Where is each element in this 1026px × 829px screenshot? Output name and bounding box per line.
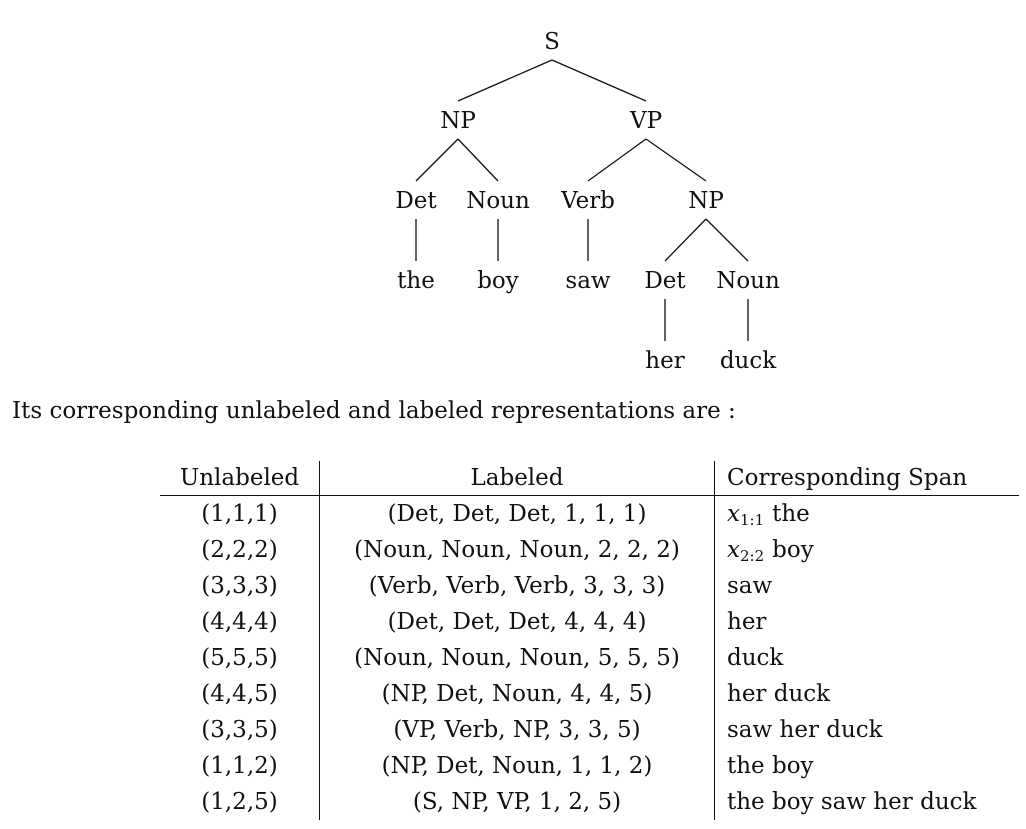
cell-span: her xyxy=(715,604,1020,640)
cell-span: duck xyxy=(715,640,1020,676)
cell-labeled: (NP, Det, Noun, 1, 1, 2) xyxy=(319,748,715,784)
cell-span: saw xyxy=(715,568,1020,604)
cell-span: the boy xyxy=(715,748,1020,784)
tree-node-noun2: Noun xyxy=(716,268,780,294)
tree-node-np2: NP xyxy=(688,188,724,214)
cell-unlabeled: (3,3,3) xyxy=(160,568,320,604)
cell-unlabeled: (1,1,1) xyxy=(160,495,320,532)
span-variable-symbol: x xyxy=(727,537,740,563)
span-variable: x2:2 xyxy=(727,537,765,565)
cell-unlabeled: (4,4,5) xyxy=(160,676,320,712)
tree-node-w-the: the xyxy=(397,268,435,294)
table-row: (4,4,5)(NP, Det, Noun, 4, 4, 5) her duck xyxy=(160,676,1019,712)
tree-edge-vp-np2 xyxy=(645,138,707,182)
table-row: (1,2,5)(S, NP, VP, 1, 2, 5) the boy saw h… xyxy=(160,784,1019,820)
cell-labeled: (Det, Det, Det, 4, 4, 4) xyxy=(319,604,715,640)
table-row: (3,3,5)(VP, Verb, NP, 3, 3, 5) saw her du… xyxy=(160,712,1019,748)
cell-labeled: (Det, Det, Det, 1, 1, 1) xyxy=(319,495,715,532)
table-row: (5,5,5)(Noun, Noun, Noun, 5, 5, 5) duck xyxy=(160,640,1019,676)
span-variable-symbol: x xyxy=(727,501,740,527)
cell-unlabeled: (4,4,4) xyxy=(160,604,320,640)
cell-labeled: (S, NP, VP, 1, 2, 5) xyxy=(319,784,715,820)
span-text: duck xyxy=(727,645,784,671)
tree-node-w-duck: duck xyxy=(720,348,777,374)
tree-edge-vp-verb xyxy=(587,138,647,182)
table-row: (3,3,3)(Verb, Verb, Verb, 3, 3, 3) saw xyxy=(160,568,1019,604)
span-text: her duck xyxy=(727,681,831,707)
cell-span: saw her duck xyxy=(715,712,1020,748)
header-corresponding-span: Corresponding Span xyxy=(714,461,1019,496)
tree-edge-np2-noun2 xyxy=(705,218,749,262)
tree-node-w-her: her xyxy=(645,348,684,374)
cell-labeled: (Noun, Noun, Noun, 5, 5, 5) xyxy=(319,640,715,676)
tree-node-det1: Det xyxy=(395,188,437,214)
tree-node-verb: Verb xyxy=(560,188,615,214)
table-header-row: Unlabeled Labeled Corresponding Span xyxy=(160,461,1019,496)
tree-node-s: S xyxy=(544,29,560,55)
cell-unlabeled: (3,3,5) xyxy=(160,712,320,748)
cell-unlabeled: (2,2,2) xyxy=(160,532,320,568)
tree-node-np1: NP xyxy=(440,108,476,134)
span-variable-subscript: 2:2 xyxy=(739,547,765,565)
span-text: boy xyxy=(772,537,814,563)
span-variable-subscript: 1:1 xyxy=(739,511,765,529)
cell-span: her duck xyxy=(715,676,1020,712)
tree-node-w-boy: boy xyxy=(477,268,519,294)
span-text: the boy saw her duck xyxy=(727,789,977,815)
cell-labeled: (VP, Verb, NP, 3, 3, 5) xyxy=(319,712,715,748)
cell-labeled: (Noun, Noun, Noun, 2, 2, 2) xyxy=(319,532,715,568)
tree-node-vp: VP xyxy=(629,108,662,134)
tree-node-noun1: Noun xyxy=(466,188,530,214)
cell-span: x1:1 the xyxy=(715,496,1020,533)
span-text: saw her duck xyxy=(727,717,883,743)
tree-node-w-saw: saw xyxy=(565,268,611,294)
intro-text: Its corresponding unlabeled and labeled … xyxy=(12,398,736,424)
span-text: the boy xyxy=(727,753,814,779)
table-row: (1,1,1)(Det, Det, Det, 1, 1, 1) x1:1 the xyxy=(160,495,1020,533)
cell-unlabeled: (5,5,5) xyxy=(160,640,320,676)
tree-edge-np1-noun1 xyxy=(457,138,499,182)
cell-labeled: (Verb, Verb, Verb, 3, 3, 3) xyxy=(319,568,715,604)
cell-unlabeled: (1,2,5) xyxy=(160,784,320,820)
cell-labeled: (NP, Det, Noun, 4, 4, 5) xyxy=(319,676,715,712)
tree-edge-s-np1 xyxy=(457,59,553,102)
table-row: (4,4,4)(Det, Det, Det, 4, 4, 4) her xyxy=(160,604,1019,640)
tree-node-det2: Det xyxy=(644,268,686,294)
table-row: (2,2,2)(Noun, Noun, Noun, 2, 2, 2) x2:2 bo… xyxy=(160,532,1019,568)
tree-edge-np2-det2 xyxy=(664,218,707,262)
span-variable: x1:1 xyxy=(727,501,765,529)
span-text: the xyxy=(772,501,810,527)
span-text: saw xyxy=(727,573,773,599)
tree-edge-np1-det1 xyxy=(415,138,459,182)
header-unlabeled: Unlabeled xyxy=(160,461,320,496)
cell-unlabeled: (1,1,2) xyxy=(160,748,320,784)
cell-span: the boy saw her duck xyxy=(715,784,1020,820)
span-table: Unlabeled Labeled Corresponding Span (1,… xyxy=(160,461,1019,820)
tree-edge-s-vp xyxy=(551,59,647,102)
span-text: her xyxy=(727,609,767,635)
header-labeled: Labeled xyxy=(319,461,715,496)
cell-span: x2:2 boy xyxy=(715,532,1020,568)
table-row: (1,1,2)(NP, Det, Noun, 1, 1, 2) the boy xyxy=(160,748,1019,784)
